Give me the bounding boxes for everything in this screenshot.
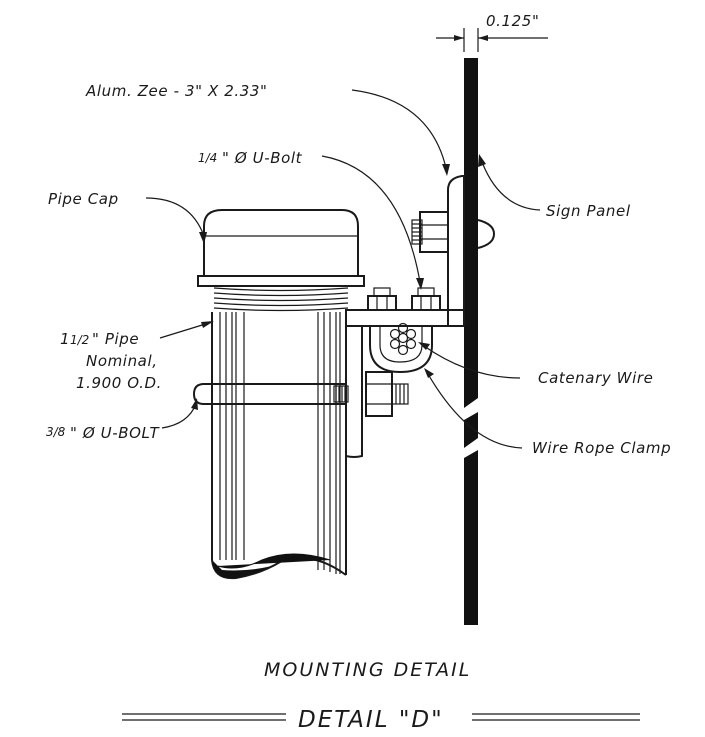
pipe-cap (197, 209, 365, 287)
dimension-label: 0.125" (486, 12, 539, 30)
alum-zee-label: Alum. Zee - 3" X 2.33" (85, 82, 268, 100)
three-eighths-fraction: 3/8 (46, 425, 66, 439)
detail-title-block: DETAIL "D" (122, 707, 640, 733)
detail-title: DETAIL "D" (298, 707, 444, 733)
catenary-wire (389, 322, 417, 356)
three-eighths-u-bolt-label: 3/8 " Ø U-BOLT (46, 424, 160, 442)
pipe-cap-label: Pipe Cap (48, 190, 119, 208)
alum-zee-bracket (345, 175, 465, 458)
panel-bolt (411, 211, 496, 253)
wire-rope-clamp-label: Wire Rope Clamp (532, 439, 671, 457)
catenary-wire-label: Catenary Wire (538, 369, 653, 387)
pipe-label: 1 1/2 " Pipe Nominal, 1.900 O.D. (60, 330, 162, 392)
pipe-body (211, 312, 347, 580)
pipe-fraction-whole: 1 (60, 330, 70, 348)
wire-rope-clamp (369, 326, 433, 374)
leader-lines (145, 89, 541, 449)
sign-panel-label: Sign Panel (546, 202, 631, 220)
quarter-u-bolt-nuts (367, 287, 441, 311)
pipe-line3: 1.900 O.D. (76, 374, 162, 392)
mounting-detail-title: MOUNTING DETAIL (264, 659, 471, 681)
sign-panel (464, 58, 478, 625)
pipe-threads (213, 287, 349, 312)
quarter-fraction: 1/4 (198, 151, 217, 165)
quarter-u-bolt-label: 1/4 " Ø U-Bolt (198, 149, 303, 167)
pipe-line2: Nominal, (86, 352, 158, 370)
pipe-fraction: 1/2 (70, 333, 89, 347)
quarter-u-bolt-text: " Ø U-Bolt (222, 149, 303, 167)
pipe-line1-rest: " Pipe (92, 330, 139, 348)
thickness-dimension: 0.125" (436, 12, 548, 52)
three-eighths-u-bolt (192, 371, 409, 417)
three-eighths-u-bolt-text: " Ø U-BOLT (70, 424, 160, 442)
